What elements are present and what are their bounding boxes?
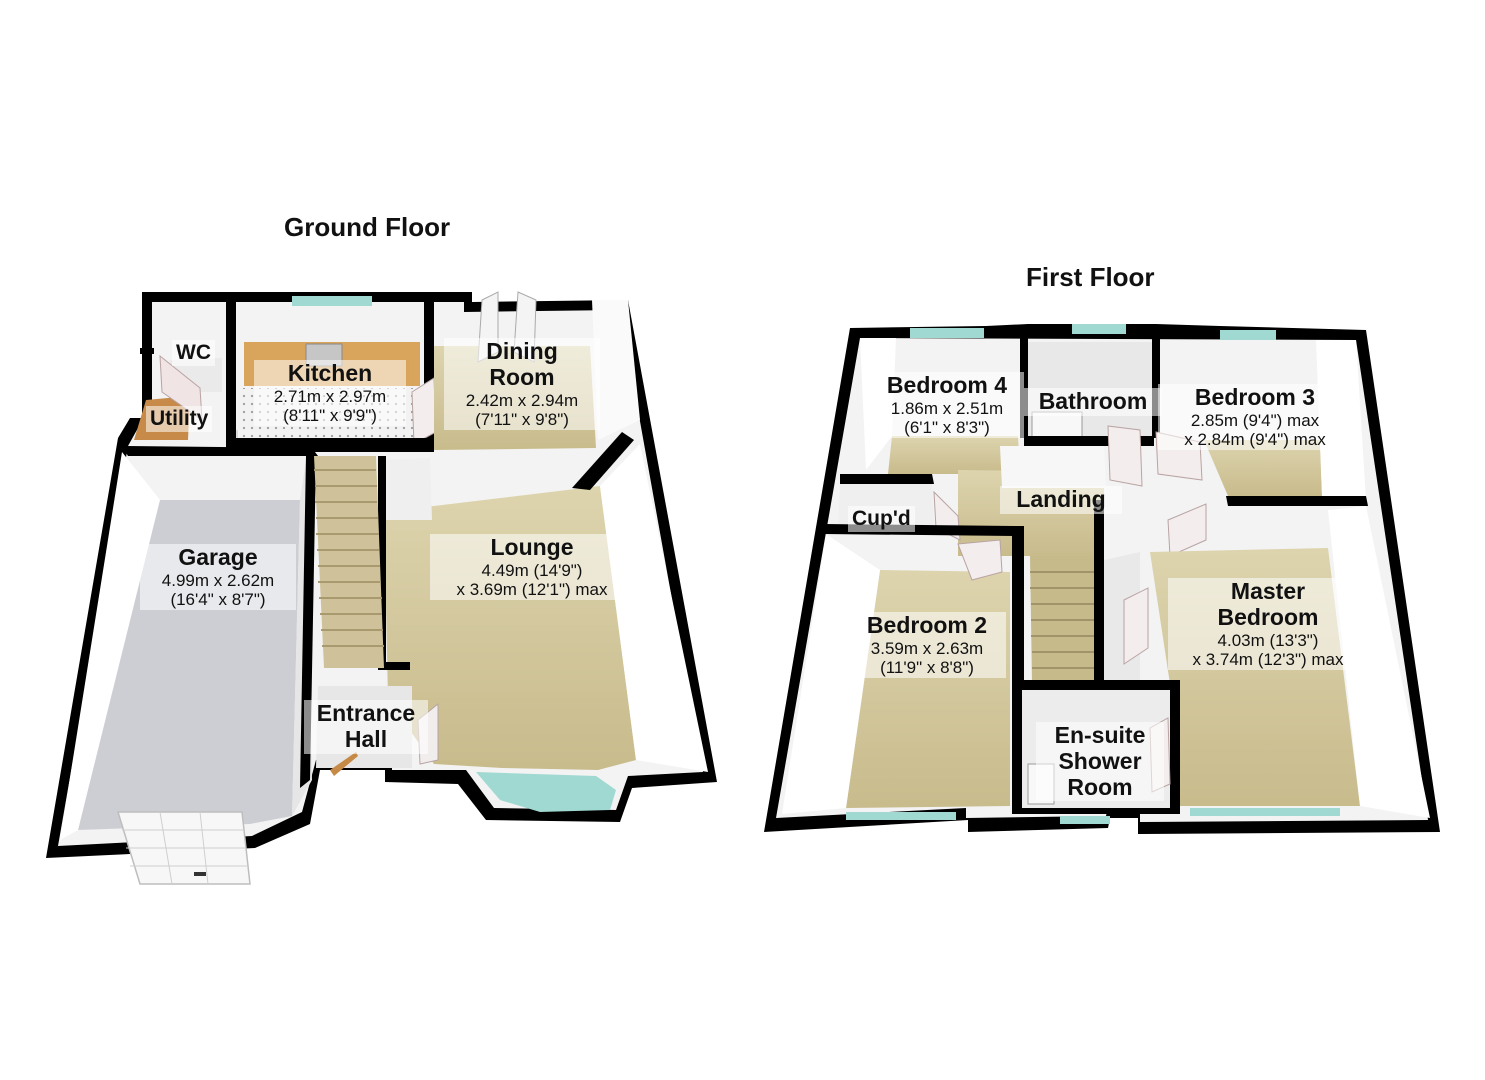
ensuite-name-line2: Shower bbox=[1058, 747, 1142, 774]
ground-floor-plan bbox=[46, 291, 717, 885]
wc-wall bbox=[140, 348, 154, 354]
ensuite-window bbox=[1060, 816, 1110, 824]
lounge-name: Lounge bbox=[490, 534, 574, 560]
lounge-dim-length: 4.49m (14'9") bbox=[481, 560, 583, 580]
bedroom2-name: Bedroom 2 bbox=[866, 612, 988, 638]
bedroom2-wall-face bbox=[782, 534, 880, 814]
bedroom2-door bbox=[957, 539, 1003, 581]
master-door-lower bbox=[1123, 587, 1149, 665]
garage-label: Garage 4.99m x 2.62m (16'4" x 8'7") bbox=[140, 544, 296, 610]
bedroom3-floor bbox=[1204, 440, 1322, 496]
bedroom4-name: Bedroom 4 bbox=[886, 372, 1008, 398]
ground-floor-stairs bbox=[314, 456, 384, 668]
landing-label: Landing bbox=[1000, 486, 1122, 514]
bedroom4-window bbox=[910, 328, 984, 338]
bathroom-bedroom3-wall bbox=[1152, 330, 1160, 438]
garage-name: Garage bbox=[178, 544, 258, 570]
kitchen-dim-imperial: (8'11" x 9'9") bbox=[283, 405, 377, 425]
first-floor-title: First Floor bbox=[1026, 262, 1155, 292]
front-door bbox=[330, 752, 358, 776]
wc-name: WC bbox=[176, 341, 211, 364]
cupboard-name: Cup'd bbox=[852, 507, 911, 530]
wc-label: WC bbox=[172, 340, 215, 366]
lounge-chimney-breast bbox=[572, 432, 634, 490]
bedroom4-label: Bedroom 4 1.86m x 2.51m (6'1" x 8'3") bbox=[870, 372, 1024, 438]
hall-lounge-wall-lower bbox=[378, 662, 410, 670]
bedroom4-bottom-wall bbox=[840, 474, 934, 484]
ensuite-label: En-suite Shower Room bbox=[1036, 722, 1164, 802]
garage-dim-metric: 4.99m x 2.62m bbox=[161, 570, 275, 590]
lounge-wall-right bbox=[600, 444, 708, 772]
master-door-upper bbox=[1167, 503, 1207, 557]
utility-name: Utility bbox=[150, 407, 209, 430]
bedroom3-label: Bedroom 3 2.85m (9'4") max x 2.84m (9'4"… bbox=[1158, 384, 1352, 450]
dining-room-label: Dining Room 2.42m x 2.94m (7'11" x 9'8") bbox=[444, 338, 600, 430]
bedroom2-window bbox=[846, 812, 956, 820]
bedroom2-dim-metric: 3.59m x 2.63m bbox=[870, 638, 984, 658]
bedroom4-dim-imperial: (6'1" x 8'3") bbox=[904, 417, 990, 437]
dining-dim-metric: 2.42m x 2.94m bbox=[465, 390, 579, 410]
entrance-hall-name-line2: Hall bbox=[344, 725, 388, 752]
garage-wall-left bbox=[60, 452, 160, 840]
lounge-label: Lounge 4.49m (14'9") x 3.69m (12'1") max bbox=[430, 534, 634, 600]
landing-master-wall bbox=[1094, 500, 1104, 686]
garage-door bbox=[116, 811, 251, 885]
master-bedroom-window bbox=[1190, 808, 1340, 816]
hall-lounge-wall bbox=[378, 456, 386, 668]
ensuite-name-line3: Room bbox=[1067, 773, 1133, 800]
landing-wall-face bbox=[1000, 446, 1106, 488]
kitchen-dim-metric: 2.71m x 2.97m bbox=[273, 386, 387, 406]
landing-name: Landing bbox=[1016, 486, 1106, 512]
bedroom2-dim-imperial: (11'9" x 8'8") bbox=[880, 657, 974, 677]
kitchen-dining-wall bbox=[424, 302, 434, 438]
garage-dim-imperial: (16'4" x 8'7") bbox=[170, 589, 266, 609]
dining-name-line1: Dining bbox=[486, 338, 558, 364]
bathroom-label: Bathroom bbox=[1024, 388, 1162, 416]
bathroom-landing-wall bbox=[1024, 436, 1154, 446]
master-bedroom-label: Master Bedroom 4.03m (13'3") x 3.74m (12… bbox=[1168, 578, 1368, 670]
bedroom3-dim-width: 2.85m (9'4") max bbox=[1190, 410, 1320, 430]
first-floor-stairs bbox=[1030, 556, 1094, 684]
dining-dim-imperial: (7'11" x 9'8") bbox=[475, 409, 569, 429]
bathroom-door bbox=[1107, 425, 1143, 487]
bedroom3-window bbox=[1220, 330, 1276, 340]
master-bedroom-name-line2: Bedroom bbox=[1217, 603, 1319, 630]
bedroom4-bathroom-wall bbox=[1020, 336, 1028, 438]
master-bedroom-dim-width: x 3.74m (12'3") max bbox=[1192, 649, 1344, 669]
bathroom-tub bbox=[1031, 411, 1083, 441]
bay-window bbox=[476, 772, 616, 812]
kitchen-window bbox=[292, 296, 372, 306]
ensuite-name-line1: En-suite bbox=[1054, 722, 1146, 748]
lounge-hall-partition bbox=[378, 458, 432, 520]
entrance-hall-label: Entrance Hall bbox=[304, 700, 428, 754]
bathroom-window bbox=[1072, 324, 1126, 334]
bedroom2-label: Bedroom 2 3.59m x 2.63m (11'9" x 8'8") bbox=[848, 612, 1006, 678]
bedroom2-landing-wall bbox=[1012, 526, 1024, 686]
dining-wall-right bbox=[592, 300, 640, 440]
bedroom3-dim-length: x 2.84m (9'4") max bbox=[1184, 429, 1326, 449]
kitchen-label: Kitchen 2.71m x 2.97m (8'11" x 9'9") bbox=[254, 360, 406, 426]
kitchen-hall-wall bbox=[226, 438, 434, 452]
entrance-hall-name-line1: Entrance bbox=[316, 700, 416, 726]
master-bedroom-dim-length: 4.03m (13'3") bbox=[1217, 630, 1319, 650]
bedroom3-name: Bedroom 3 bbox=[1194, 384, 1316, 410]
bedroom4-floor bbox=[888, 436, 1020, 474]
cupboard-label: Cup'd bbox=[848, 506, 915, 532]
dining-name-line2: Room bbox=[489, 363, 555, 390]
wc-kitchen-wall bbox=[226, 302, 236, 442]
utility-label: Utility bbox=[146, 406, 213, 432]
ground-floor-title: Ground Floor bbox=[284, 212, 451, 242]
bedroom4-dim-metric: 1.86m x 2.51m bbox=[890, 398, 1004, 418]
lounge-dim-width: x 3.69m (12'1") max bbox=[456, 579, 608, 599]
master-bedroom-name-line1: Master bbox=[1230, 578, 1306, 604]
bedroom3-bottom-wall bbox=[1226, 496, 1368, 506]
bathroom-name: Bathroom bbox=[1038, 388, 1148, 414]
kitchen-name: Kitchen bbox=[287, 360, 373, 386]
